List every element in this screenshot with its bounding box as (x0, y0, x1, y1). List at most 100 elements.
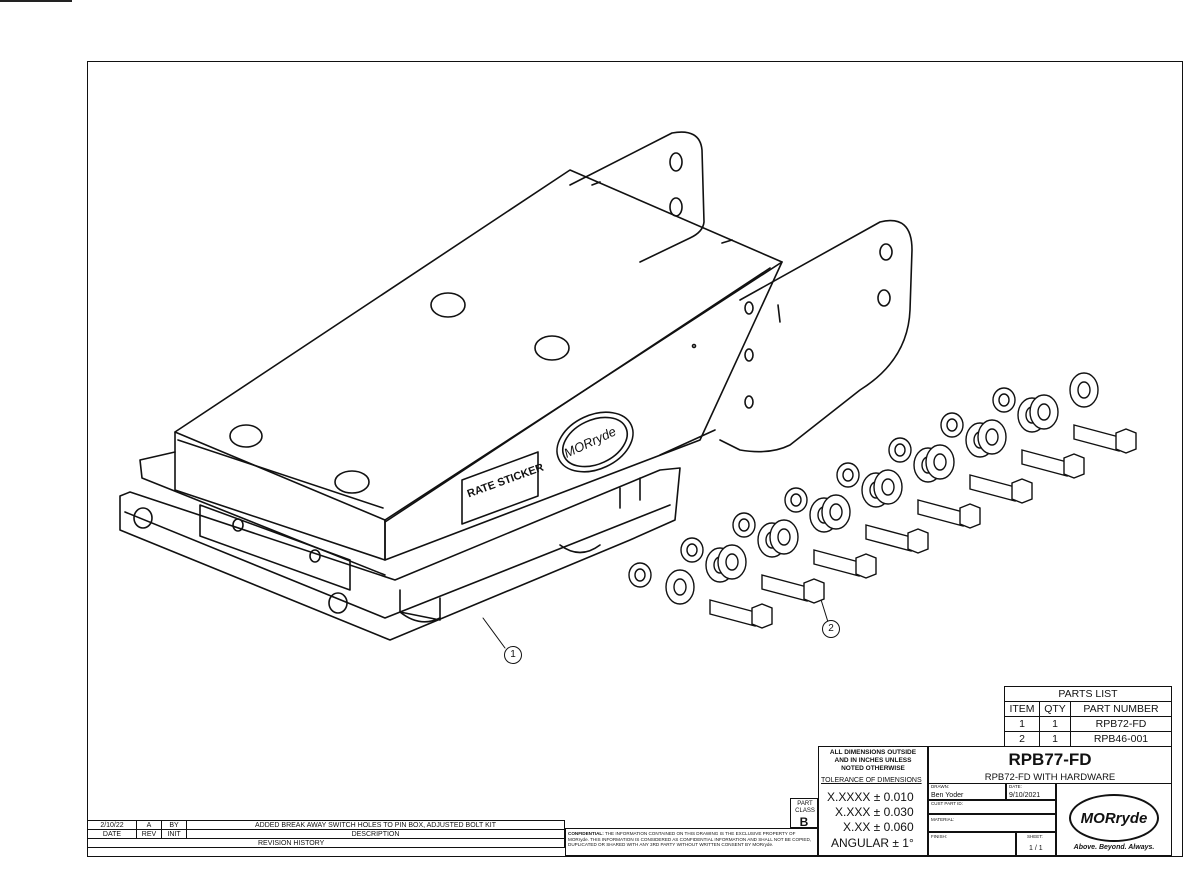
parts-cell: 2 (1004, 731, 1040, 747)
parts-cell: RPB72-FD (1070, 716, 1172, 732)
parts-header-item: ITEM (1004, 701, 1040, 717)
washer-hole (1077, 381, 1091, 399)
tolerance-value: X.XXXX ± 0.010 (827, 790, 914, 804)
dimensions-box: ALL DIMENSIONS OUTSIDE AND IN INCHES UNL… (818, 746, 928, 856)
washer-hole (829, 503, 843, 521)
parts-header-qty: QTY (1039, 701, 1071, 717)
confidential-label: CONFIDENTIAL: (568, 831, 604, 836)
logo-cell: MORryde Above. Beyond. Always. (1056, 783, 1172, 856)
bolt-shank (865, 524, 912, 552)
rev-header-date: DATE (87, 829, 137, 839)
parts-cell: 1 (1004, 716, 1040, 732)
morryde-logo: MORryde (1069, 794, 1159, 842)
rev-header-description: DESCRIPTION (186, 829, 565, 839)
material-label: MATERIAL: (931, 817, 955, 822)
sheet-value: 1 / 1 (1029, 845, 1043, 852)
finish-cell: FINISH: (928, 832, 1016, 856)
washer-hole (1037, 403, 1051, 421)
washer-hole (673, 578, 687, 596)
bolt-head-icon (1115, 428, 1137, 454)
table-row: DATE REV INIT DESCRIPTION (87, 829, 565, 839)
rev-date: 2/10/22 (87, 820, 137, 830)
bolt-shank (917, 499, 964, 527)
bolt-head-icon (1011, 478, 1033, 504)
parts-cell: 1 (1039, 731, 1071, 747)
washer-hole (725, 553, 739, 571)
drawing-description: RPB72-FD WITH HARDWARE (984, 772, 1116, 783)
dim-note-line: AND IN INCHES UNLESS (834, 757, 912, 764)
nut-hole (686, 543, 698, 557)
bolt-head-icon (1063, 453, 1085, 479)
bolt-shank (709, 599, 756, 627)
parts-header-part: PART NUMBER (1070, 701, 1172, 717)
nut-hole (634, 568, 646, 582)
finish-label: FINISH: (931, 834, 948, 839)
bolt-shank (761, 574, 808, 602)
parts-list: PARTS LIST ITEM QTY PART NUMBER 1 1 RPB7… (1004, 686, 1172, 747)
part-class-value: B (799, 815, 809, 829)
rev-header-init: INIT (161, 829, 187, 839)
drawn-cell: DRAWN: Ben Yoder (928, 783, 1006, 800)
pin-box-body (174, 169, 783, 561)
table-row: 2/10/22 A BY ADDED BREAK AWAY SWITCH HOL… (87, 820, 565, 830)
date-cell: DATE: 9/10/2021 (1006, 783, 1056, 800)
confidential-text: CONFIDENTIAL: THE INFORMATION CONTAINED … (568, 831, 816, 848)
bolt-head-icon (751, 603, 773, 629)
drawn-value: Ben Yoder (931, 792, 964, 799)
cust-part-cell: CUST PART ID: (928, 800, 1056, 814)
drawing-number: RPB77-FD (1008, 750, 1092, 769)
dim-note-line: ALL DIMENSIONS OUTSIDE (829, 749, 917, 756)
bolt-head-icon (803, 578, 825, 604)
revision-title: REVISION HISTORY (87, 838, 565, 848)
top-edge-mark (0, 0, 72, 2)
callout-1: 1 (504, 646, 522, 664)
parts-cell: RPB46-001 (1070, 731, 1172, 747)
confidential-box: CONFIDENTIAL: THE INFORMATION CONTAINED … (565, 828, 818, 856)
nut-hole (790, 493, 802, 507)
sheet-label: SHEET: (1027, 834, 1043, 839)
parts-cell: 1 (1039, 716, 1071, 732)
cust-part-label: CUST PART ID: (931, 801, 963, 806)
bolt-shank (813, 549, 860, 577)
material-cell: MATERIAL: (928, 814, 1056, 832)
callout-2: 2 (822, 620, 840, 638)
nut-hole (894, 443, 906, 457)
nut-hole (842, 468, 854, 482)
tolerance-value: X.XX ± 0.060 (843, 820, 914, 834)
bolt-head-icon (855, 553, 877, 579)
bolt-head-icon (907, 528, 929, 554)
washer-hole (985, 428, 999, 446)
parts-list-title: PARTS LIST (1004, 686, 1172, 702)
rev-by: BY (161, 820, 187, 830)
washer-hole (881, 478, 895, 496)
confidential-body: THE INFORMATION CONTAINED ON THIS DRAWIN… (568, 831, 812, 848)
base-frame (119, 429, 716, 641)
part-class-label: PART CLASS (795, 801, 815, 814)
washer-hole (777, 528, 791, 546)
drawing-border (87, 61, 1183, 857)
table-row: 1 1 RPB72-FD (1004, 716, 1172, 732)
logo-text: MORryde (1080, 809, 1148, 827)
tolerance-value: X.XXX ± 0.030 (835, 805, 914, 819)
rev-letter: A (136, 820, 162, 830)
rev-header-rev: REV (136, 829, 162, 839)
nut-hole (738, 518, 750, 532)
date-label: DATE: (1009, 784, 1022, 789)
bolt-shank (1073, 424, 1120, 452)
bolt-shank (969, 474, 1016, 502)
dim-note-line: NOTED OTHERWISE (841, 765, 905, 772)
nut-hole (946, 418, 958, 432)
bolt-shank (1021, 449, 1068, 477)
rev-description: ADDED BREAK AWAY SWITCH HOLES TO PIN BOX… (186, 820, 565, 830)
bolt-head-icon (959, 503, 981, 529)
part-class-box: PART CLASS B (790, 798, 818, 828)
date-value: 9/10/2021 (1009, 792, 1041, 799)
slogan: Above. Beyond. Always. (1073, 844, 1155, 851)
sheet-cell: SHEET: 1 / 1 (1016, 832, 1056, 856)
tolerance-title: TOLERANCE OF DIMENSIONS (821, 777, 922, 784)
washer-hole (933, 453, 947, 471)
table-row: 2 1 RPB46-001 (1004, 731, 1172, 747)
tolerance-value: ANGULAR ± 1° (831, 836, 914, 850)
